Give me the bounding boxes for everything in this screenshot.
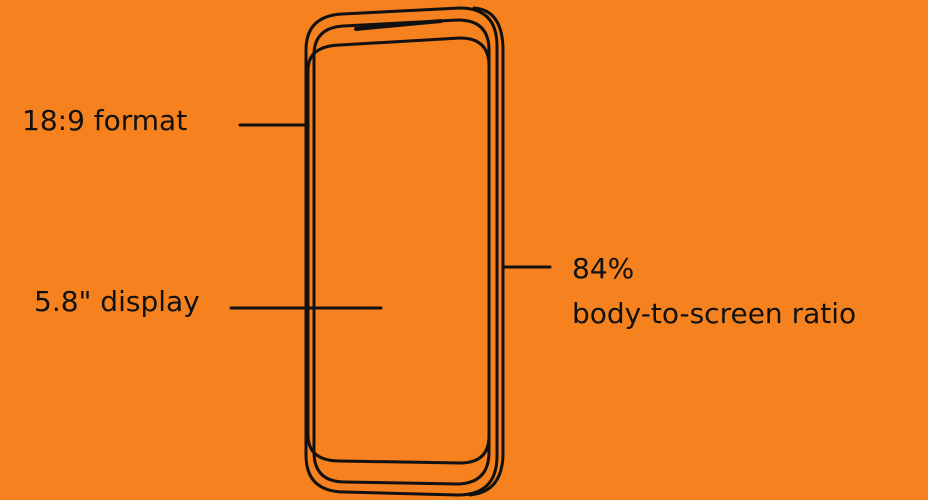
callout-display-label: 5.8" display bbox=[34, 285, 200, 318]
phone-speaker bbox=[354, 19, 443, 31]
phone-side-edge bbox=[468, 6, 505, 497]
callout-ratio-value: 84% bbox=[572, 252, 635, 285]
phone-outer-body bbox=[304, 6, 499, 497]
callout-format-label: 18:9 format bbox=[22, 104, 188, 137]
callout-ratio-label: body-to-screen ratio bbox=[572, 297, 857, 330]
phone-inner-bezel bbox=[312, 18, 491, 486]
phone-screen bbox=[306, 36, 491, 465]
